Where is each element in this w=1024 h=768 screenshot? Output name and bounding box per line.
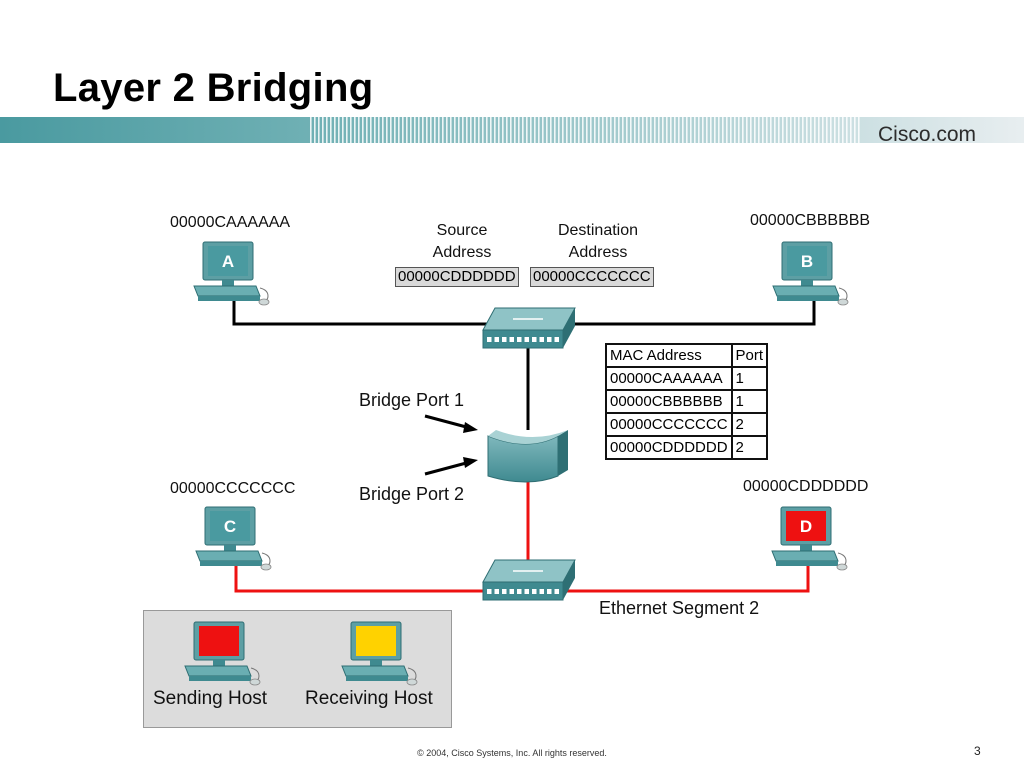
host-b-computer: B (772, 241, 849, 306)
table-row: 00000CCCCCCC 2 (605, 412, 769, 437)
legend-sending-host-icon (184, 621, 261, 686)
mac-address-table: MAC Address Port 00000CAAAAAA 1 00000CBB… (605, 343, 769, 460)
bridge-device (487, 430, 568, 483)
table-row: 00000CBBBBBB 1 (605, 389, 769, 414)
ethernet-segment-2-label: Ethernet Segment 2 (599, 598, 760, 618)
page-number: 3 (974, 744, 981, 758)
bridge-port-1-label: Bridge Port 1 (359, 390, 465, 410)
host-a-computer: A (193, 241, 270, 306)
host-b-computer-letter: B (801, 252, 813, 271)
host-c-computer-letter: C (224, 517, 236, 536)
host-d-computer-letter: D (800, 517, 812, 536)
cisco-logo: Cisco.com (878, 123, 977, 146)
table-cell-mac: 00000CDDDDDD (605, 435, 733, 460)
source-address-header: Source Address (432, 222, 492, 261)
table-cell-mac: 00000CBBBBBB (605, 389, 733, 414)
frame-destination-address: 00000CCCCCCC (530, 267, 654, 287)
legend-receiving-host-icon (341, 621, 418, 686)
mac-table-header-row: MAC Address Port (605, 343, 769, 368)
table-cell-port: 2 (730, 412, 769, 437)
legend-sending-host-label: Sending Host (153, 688, 268, 709)
host-c-mac: 00000CCCCCCC (170, 480, 296, 497)
frame-source-address: 00000CDDDDDD (395, 267, 519, 287)
table-cell-port: 1 (730, 366, 769, 391)
table-cell-mac: 00000CCCCCCC (605, 412, 733, 437)
arrow-bridge-port-1 (424, 414, 478, 433)
legend-icons (184, 621, 418, 686)
mac-table-header-port: Port (730, 343, 769, 368)
table-cell-port: 2 (730, 435, 769, 460)
table-row: 00000CDDDDDD 2 (605, 435, 769, 460)
bridge-port-2-label: Bridge Port 2 (359, 484, 465, 504)
arrow-bridge-port-2 (424, 457, 478, 476)
table-cell-port: 1 (730, 389, 769, 414)
mac-table-header-mac: MAC Address (605, 343, 733, 368)
hub-2 (482, 559, 576, 601)
footer-copyright: © 2004, Cisco Systems, Inc. All rights r… (417, 748, 607, 758)
table-cell-mac: 00000CAAAAAA (605, 366, 733, 391)
host-a-mac: 00000CAAAAAA (170, 214, 291, 231)
host-d-mac: 00000CDDDDDD (743, 478, 869, 495)
header-band (0, 117, 1024, 143)
host-b-mac: 00000CBBBBBB (750, 212, 871, 229)
host-c-computer: C (195, 506, 272, 571)
host-a-computer-letter: A (222, 252, 234, 271)
destination-address-header: Destination Address (557, 222, 639, 261)
legend-receiving-host-label: Receiving Host (305, 688, 433, 709)
slide-title: Layer 2 Bridging (53, 66, 374, 110)
host-d-computer: D (771, 506, 848, 571)
table-row: 00000CAAAAAA 1 (605, 366, 769, 391)
hub-1 (482, 307, 576, 349)
